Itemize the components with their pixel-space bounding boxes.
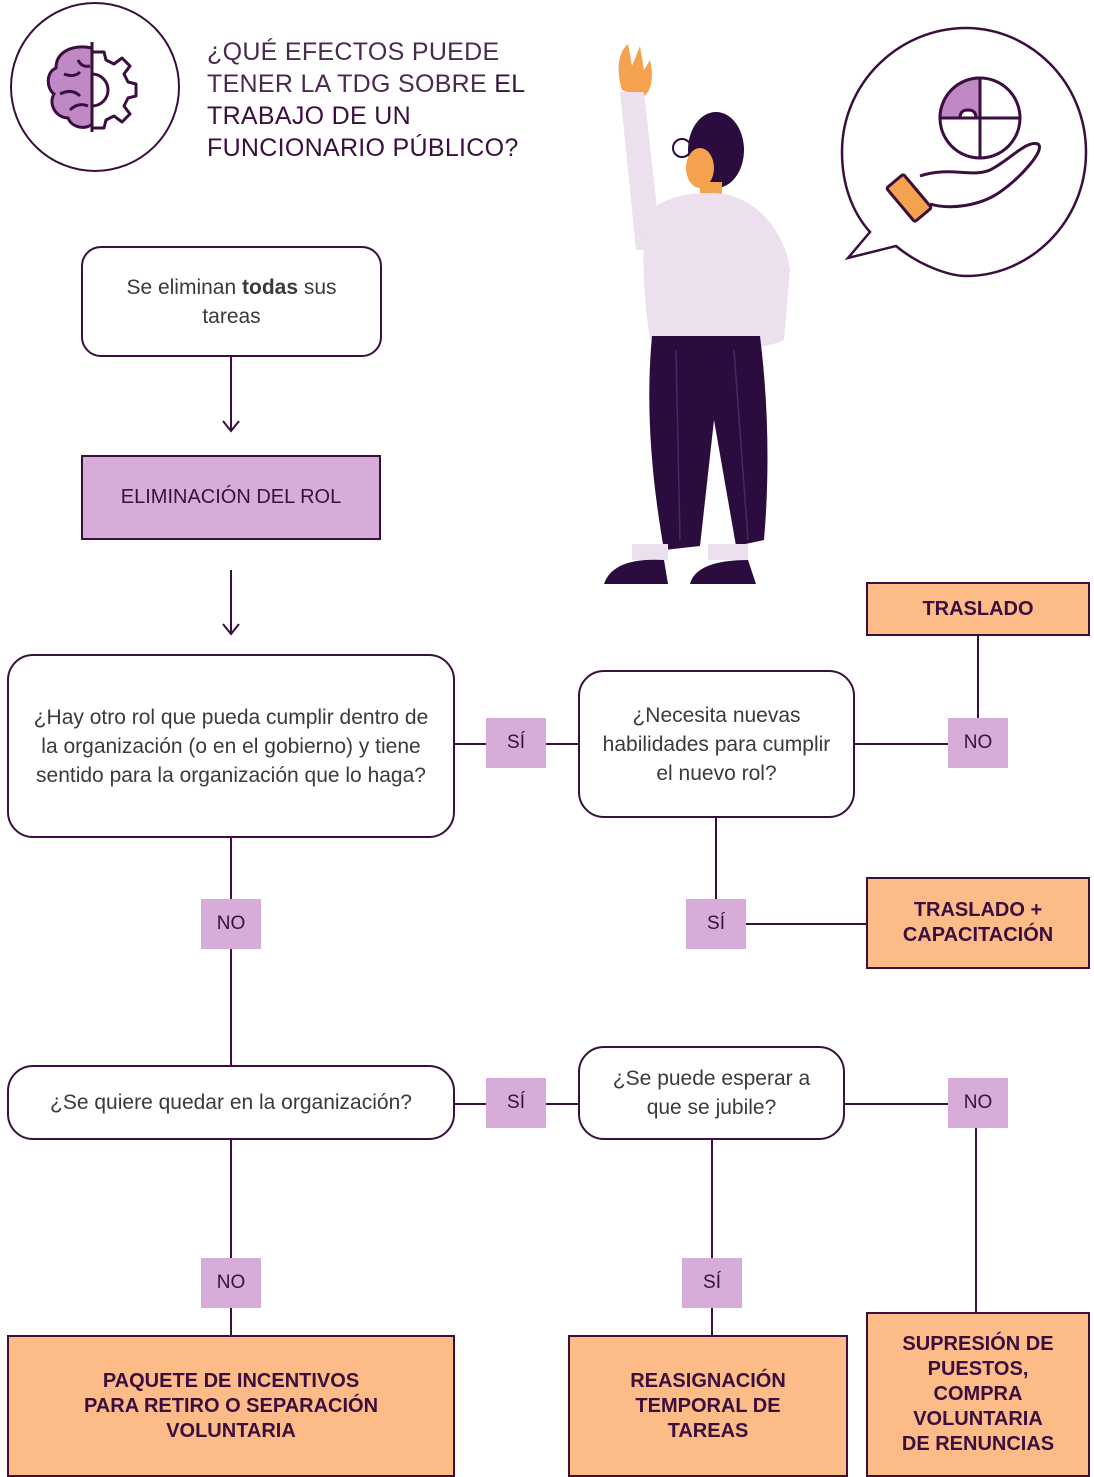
brain-gear-icon bbox=[10, 2, 180, 172]
reassign-node: REASIGNACIÓN TEMPORAL DE TAREAS bbox=[568, 1335, 848, 1477]
label-yes-1: SÍ bbox=[486, 718, 546, 768]
start-pre: Se eliminan bbox=[126, 275, 242, 299]
start-node: Se eliminan todas sus tareas bbox=[81, 246, 382, 357]
person-illustration bbox=[604, 44, 790, 584]
label-no-3: NO bbox=[948, 1078, 1008, 1128]
start-bold: todas bbox=[242, 275, 299, 299]
label-yes-2: SÍ bbox=[686, 899, 746, 949]
label-no-4: NO bbox=[201, 1258, 261, 1308]
page-title: ¿QUÉ EFECTOS PUEDE TENER LA TDG SOBRE EL… bbox=[207, 36, 587, 164]
reassign-label: REASIGNACIÓN TEMPORAL DE TAREAS bbox=[630, 1369, 786, 1442]
question-new-skills: ¿Necesita nuevas habilidades para cumpli… bbox=[578, 670, 855, 818]
label-no-1: NO bbox=[948, 718, 1008, 768]
question-retire-text: ¿Se puede esperar a que se jubile? bbox=[612, 1067, 811, 1119]
label-no-2: NO bbox=[201, 899, 261, 949]
traslado-label: TRASLADO bbox=[922, 597, 1034, 620]
traslado-capacitacion-label: TRASLADO + CAPACITACIÓN bbox=[902, 899, 1054, 946]
question-new-skills-text: ¿Necesita nuevas habilidades para cumpli… bbox=[602, 703, 831, 785]
traslado-capacitacion-node: TRASLADO + CAPACITACIÓN bbox=[866, 877, 1090, 969]
puzzle-hand-icon bbox=[840, 26, 1088, 278]
question-stay-text: ¿Se quiere quedar en la organización? bbox=[50, 1091, 412, 1114]
elimination-node: ELIMINACIÓN DEL ROL bbox=[81, 455, 381, 540]
incentives-node: PAQUETE DE INCENTIVOS PARA RETIRO O SEPA… bbox=[7, 1335, 455, 1477]
label-yes-3: SÍ bbox=[486, 1078, 546, 1128]
start-post: sus tareas bbox=[202, 275, 337, 328]
suppression-label: SUPRESIÓN DE PUESTOS, COMPRA VOLUNTARIA … bbox=[901, 1333, 1055, 1455]
elimination-label: ELIMINACIÓN DEL ROL bbox=[120, 486, 342, 508]
traslado-node: TRASLADO bbox=[866, 582, 1090, 636]
incentives-label: PAQUETE DE INCENTIVOS PARA RETIRO O SEPA… bbox=[83, 1369, 379, 1442]
suppression-node: SUPRESIÓN DE PUESTOS, COMPRA VOLUNTARIA … bbox=[866, 1312, 1090, 1477]
question-other-role: ¿Hay otro rol que pueda cumplir dentro d… bbox=[7, 654, 455, 838]
title-light: ¿QUÉ EFECTOS PUEDE TENER LA TDG SOBRE bbox=[207, 38, 500, 98]
question-stay: ¿Se quiere quedar en la organización? bbox=[7, 1065, 455, 1140]
question-other-role-text: ¿Hay otro rol que pueda cumplir dentro d… bbox=[33, 705, 429, 787]
question-retire: ¿Se puede esperar a que se jubile? bbox=[578, 1046, 845, 1140]
title-strong: EL TRABAJO DE UN FUNCIONARIO PÚBLICO? bbox=[207, 70, 525, 162]
label-yes-4: SÍ bbox=[682, 1258, 742, 1308]
